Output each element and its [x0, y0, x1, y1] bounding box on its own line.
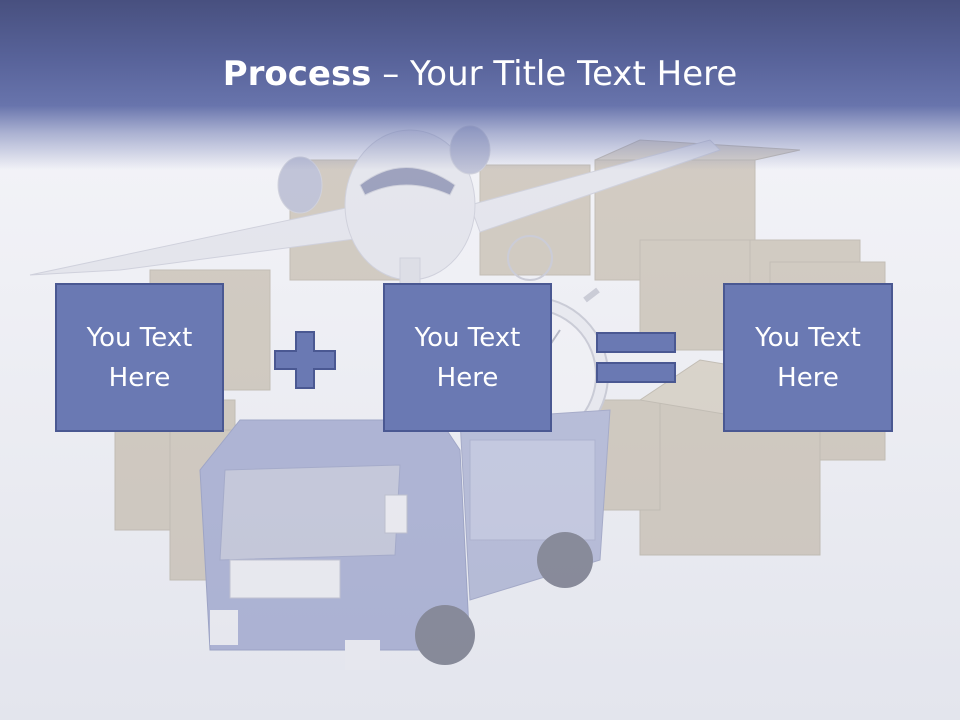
truck-icon [199, 409, 611, 670]
equals-icon [596, 332, 676, 383]
process-box-1[interactable]: You Text Here [55, 283, 224, 432]
title-bold-text: Process [222, 54, 372, 94]
process-box-2[interactable]: You Text Here [383, 283, 552, 432]
process-box-3-text: You Text Here [755, 322, 861, 393]
plus-icon [274, 331, 336, 389]
title-rest-text: – Your Title Text Here [371, 54, 738, 94]
title-bar [0, 0, 960, 170]
process-box-1-text: You Text Here [86, 322, 193, 393]
process-box-3[interactable]: You Text Here [723, 283, 893, 432]
process-box-2-text: You Text Here [414, 322, 521, 393]
slide-title: Process – Your Title Text Here [0, 52, 960, 96]
